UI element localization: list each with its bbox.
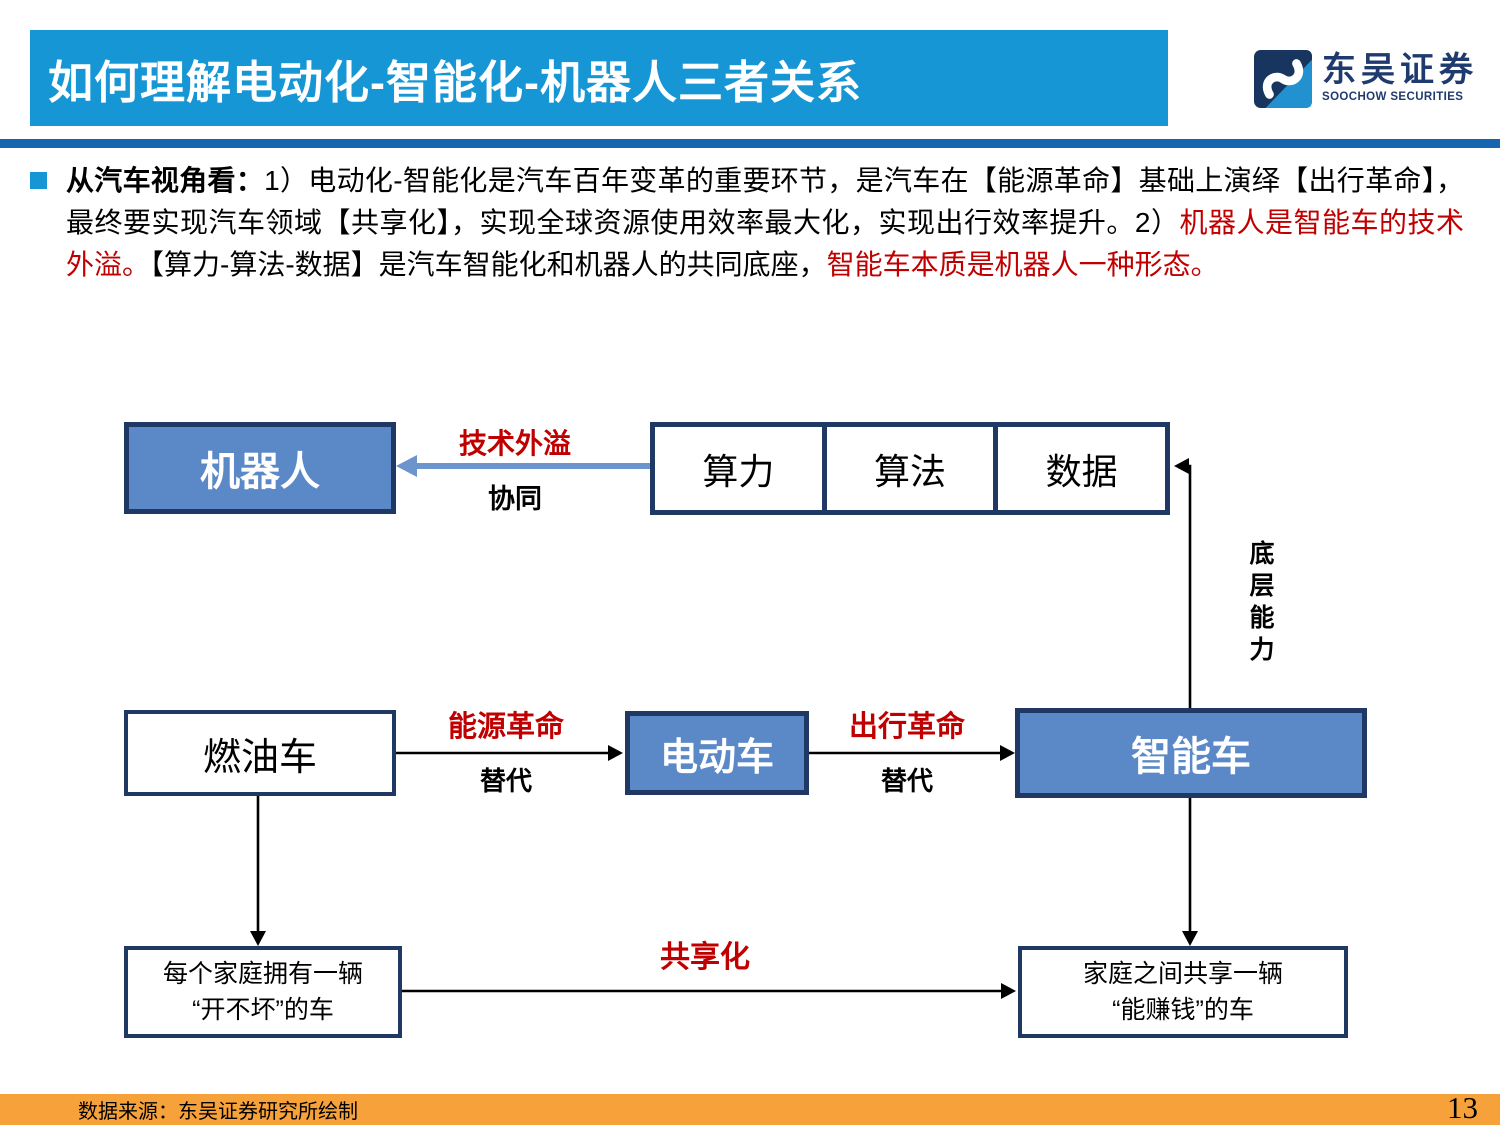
paragraph-segment: 机器人是智能车的技术外溢。 [66,207,1464,280]
substitute-label-2: 替代 [880,766,933,796]
footer-bar: 数据来源：东吴证券研究所绘制 13 [0,1090,1500,1125]
ev-box: 电动车 [625,711,809,795]
synergy-label: 协同 [488,484,542,514]
data-source: 数据来源：东吴证券研究所绘制 [78,1101,358,1123]
logo-text: 东吴证券 SOOCHOW SECURITIES [1322,50,1478,103]
robot-box-label: 机器人 [200,450,320,494]
tech-spillover-label: 技术外溢 [458,428,571,459]
energy-revolution-label: 能源革命 [447,711,564,743]
family-own-box: 每个家庭拥有一辆 “开不坏”的车 [124,946,402,1038]
paragraph-segment: 从汽车视角看： [66,165,265,196]
title-bar: 如何理解电动化-智能化-机器人三者关系 [30,30,1168,126]
compute-algorithm-data-group: 算力 算法 数据 [650,422,1170,515]
energy-revolution-arrow [396,745,623,761]
robot-box: 机器人 [124,422,396,514]
substitute-label-1: 替代 [479,766,532,796]
ev-box-label: 电动车 [659,736,774,779]
intro-paragraph: 从汽车视角看：1）电动化-智能化是汽车百年变革的重要环节，是汽车在【能源革命】基… [66,160,1464,286]
compute-box: 算力 [702,450,775,492]
paragraph-segment: 1）电动化-智能化是汽车百年变革的重要环节，是汽车在【能源革命】基础上演绎【出行… [66,165,1464,238]
logo-name-cn: 东吴证券 [1322,51,1478,89]
smart-down-arrow [1182,798,1198,946]
data-box: 数据 [993,427,1165,510]
family-share-line1: 家庭之间共享一辆 [1082,960,1283,988]
bullet-square-icon [30,172,47,189]
travel-revolution-label: 出行革命 [848,711,965,743]
algorithm-box: 算法 [821,427,994,510]
soochow-logo-icon [1254,50,1312,108]
fuel-car-box-label: 燃油车 [202,736,317,779]
family-own-line1: 每个家庭拥有一辆 [162,960,363,988]
soochow-logo: 东吴证券 SOOCHOW SECURITIES [1254,50,1478,108]
header-divider [0,139,1500,148]
smart-car-box-label: 智能车 [1131,735,1251,779]
smart-car-box: 智能车 [1015,708,1367,798]
fuel-down-arrow [250,796,266,946]
paragraph-segment: 【算力-算法-数据】是汽车智能化和机器人的共同底座， [150,249,827,280]
family-own-line2: “开不坏”的车 [192,996,334,1024]
page-number: 13 [1447,1090,1478,1125]
family-share-line2: “能赚钱”的车 [1112,996,1254,1024]
logo-name-en: SOOCHOW SECURITIES [1322,91,1464,103]
family-share-box: 家庭之间共享一辆 “能赚钱”的车 [1018,946,1348,1038]
page-title: 如何理解电动化-智能化-机器人三者关系 [48,56,862,108]
paragraph-segment: 智能车本质是机器人一种形态。 [826,249,1219,280]
fuel-car-box: 燃油车 [124,710,396,796]
sharing-arrow [402,983,1016,999]
base-capability-arrow [1174,458,1192,708]
sharing-label: 共享化 [660,941,750,974]
base-capability-label: 底层能力 [1246,540,1274,668]
travel-revolution-arrow [809,745,1015,761]
